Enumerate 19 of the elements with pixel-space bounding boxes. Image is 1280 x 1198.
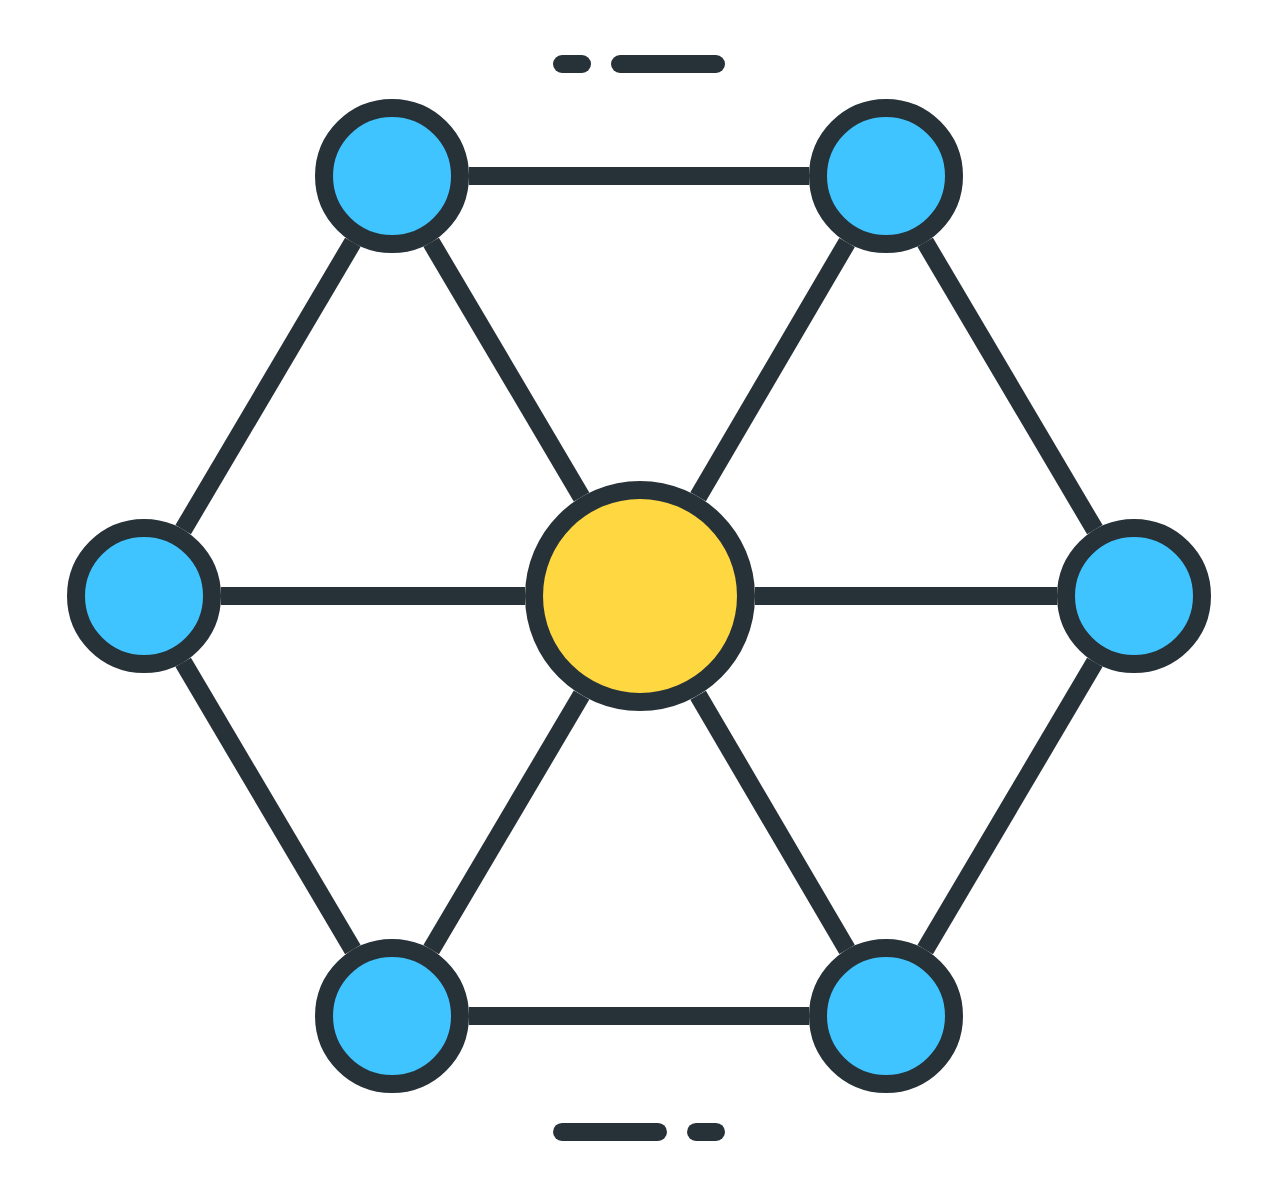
connector-line [423, 690, 590, 955]
circle-node [67, 519, 221, 673]
circle-node [809, 939, 963, 1093]
circle-node [809, 99, 963, 253]
connector-line [917, 237, 1103, 535]
circle-node [315, 939, 469, 1093]
circle-node [1057, 519, 1211, 673]
connector-line [917, 657, 1103, 955]
connector-line [690, 237, 855, 502]
connector-line [690, 690, 855, 955]
connector-line [469, 1007, 809, 1025]
connector-line [175, 657, 361, 955]
circle-node [315, 99, 469, 253]
connector-line [755, 587, 1057, 605]
connector-line [469, 167, 809, 185]
connector-line [175, 237, 361, 535]
connector-line [221, 587, 525, 605]
circle-node [525, 481, 755, 711]
connector-line [423, 237, 590, 502]
